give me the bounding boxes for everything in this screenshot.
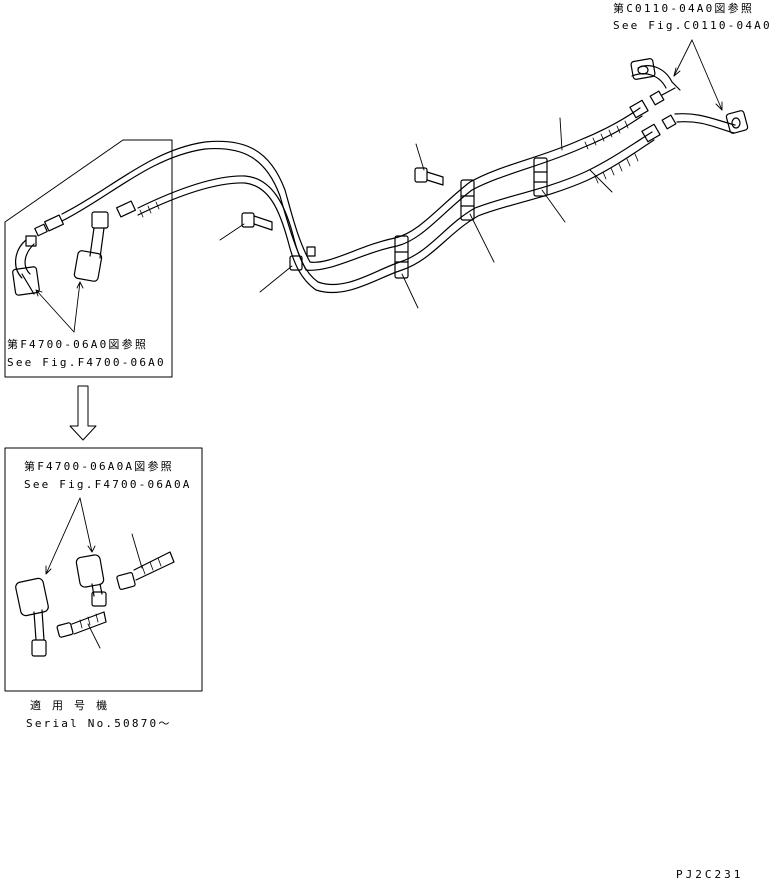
applicability-label: 適 用 号 機 [30,699,110,712]
elbow-tube-upper-right [630,58,681,91]
elbow-fitting-variant-b [75,554,107,607]
hose-fitting-left [34,200,136,237]
ref-left-box-jp: 第F4700-06A0図参照 [7,338,149,351]
elbow-fitting-left-b [73,211,109,282]
clip-small [289,246,316,271]
hose-fitting-upper-right [629,87,676,119]
clamp-2 [460,179,475,221]
hose-fitting-lower-right [641,114,677,143]
hose-sleeve-hatch [139,120,639,218]
elbow-fitting-left-a [12,235,40,296]
reference-arrows-top-right [673,39,723,111]
down-arrow-icon [69,385,97,441]
drawing-code: PJ2C231 [676,868,744,881]
ref-lower-box-en: See Fig.F4700-06A0A [24,478,192,491]
elbow-fitting-variant-a [15,577,49,657]
leader-lines-lower [87,533,143,649]
ref-top-right-jp: 第C0110-04A0図参照 [613,2,755,15]
main-hose-upper [61,107,643,271]
clamp-3 [533,157,548,197]
elbow-tube-right [674,110,749,134]
ref-left-box-en: See Fig.F4700-06A0 [7,356,166,369]
main-hose-lower [137,131,655,294]
reference-arrows-lower [45,497,96,575]
variant-box-outline [4,447,203,692]
bolt-1 [241,212,273,231]
hose-short-variant-a [56,611,107,638]
hose-short-variant-b [116,551,175,590]
reference-arrows-left [35,281,84,333]
ref-lower-box-jp: 第F4700-06A0A図参照 [24,460,174,473]
leader-lines [219,117,613,309]
serial-number-label: Serial No.50870～ [26,717,172,730]
ref-top-right-en: See Fig.C0110-04A0 [613,19,772,32]
clamp-1 [394,235,409,279]
bolt-2 [414,167,444,186]
detail-box-outline [4,139,173,378]
